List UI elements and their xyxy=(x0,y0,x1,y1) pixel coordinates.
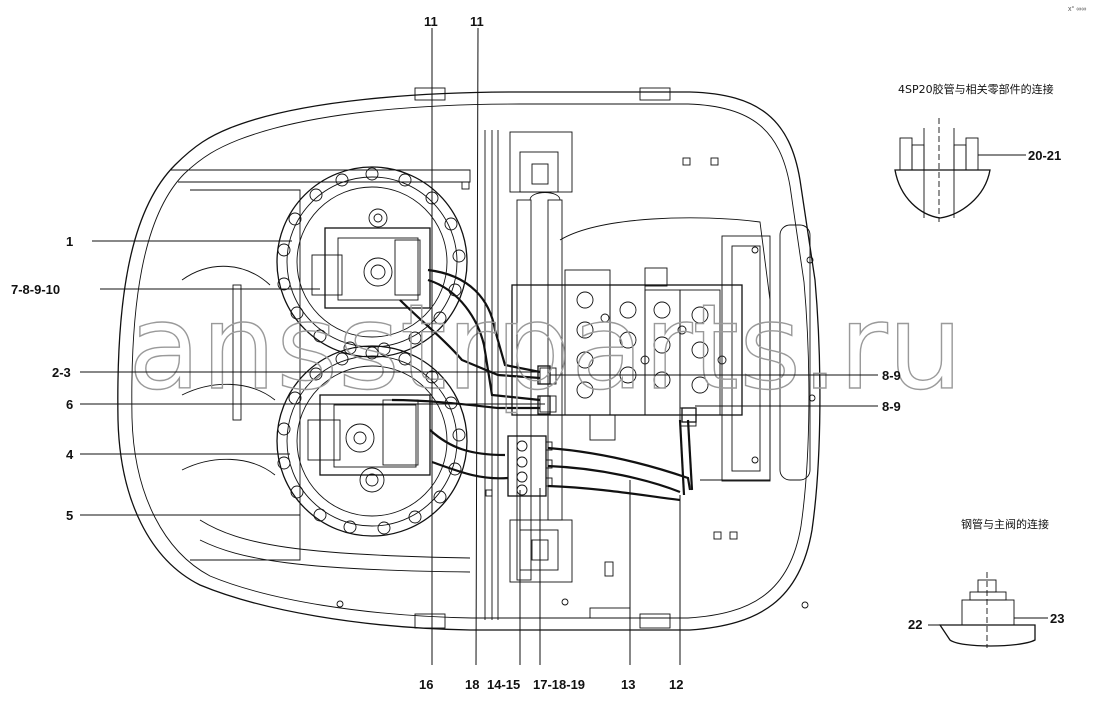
center-channels xyxy=(484,130,573,620)
callout-5: 5 xyxy=(66,508,73,523)
callout-4: 4 xyxy=(66,447,74,462)
valve-fittings xyxy=(537,365,697,423)
main-control-valve xyxy=(511,267,743,441)
callout-11-a: 11 xyxy=(424,14,438,29)
callout-1: 1 xyxy=(66,234,73,249)
callout-17-19: 17-18-19 xyxy=(533,677,585,692)
callout-6: 6 xyxy=(66,397,73,412)
detail-top-label: 20-21 xyxy=(1028,148,1061,163)
detail-top-title: 4SP20胶管与相关零部件的连接 xyxy=(898,82,1054,96)
corner-mark: x° ∞∞ xyxy=(1068,5,1086,13)
callout-16: 16 xyxy=(419,677,433,692)
callout-labels: 11 11 1 7-8-9-10 2-3 6 4 5 8-9 8-9 16 18… xyxy=(11,14,901,692)
detail-bottom-label-right: 23 xyxy=(1050,611,1064,626)
callout-13: 13 xyxy=(621,677,635,692)
callout-7-10: 7-8-9-10 xyxy=(11,282,60,297)
lower-travel-motor xyxy=(276,345,468,537)
callout-11-b: 11 xyxy=(470,14,484,29)
distribution-block xyxy=(507,435,553,497)
callout-2-3: 2-3 xyxy=(52,365,71,380)
detail-hose-connection: 4SP20胶管与相关零部件的连接 20-21 xyxy=(894,82,1061,222)
right-frame-block xyxy=(559,217,811,482)
frame-outline xyxy=(117,87,821,631)
hose-routing xyxy=(391,268,694,502)
detail-bottom-title: 钢管与主阀的连接 xyxy=(961,517,1049,531)
callout-18: 18 xyxy=(465,677,479,692)
detail-pipe-valve: 钢管与主阀的连接 22 23 xyxy=(908,517,1064,648)
callout-8-9-a: 8-9 xyxy=(882,368,901,383)
callout-14-15: 14-15 xyxy=(487,677,520,692)
callout-12: 12 xyxy=(669,677,683,692)
leader-lines xyxy=(80,27,878,666)
callout-8-9-b: 8-9 xyxy=(882,399,901,414)
detail-bottom-label-left: 22 xyxy=(908,617,922,632)
watermark: ansstrparts.ru xyxy=(128,278,963,416)
